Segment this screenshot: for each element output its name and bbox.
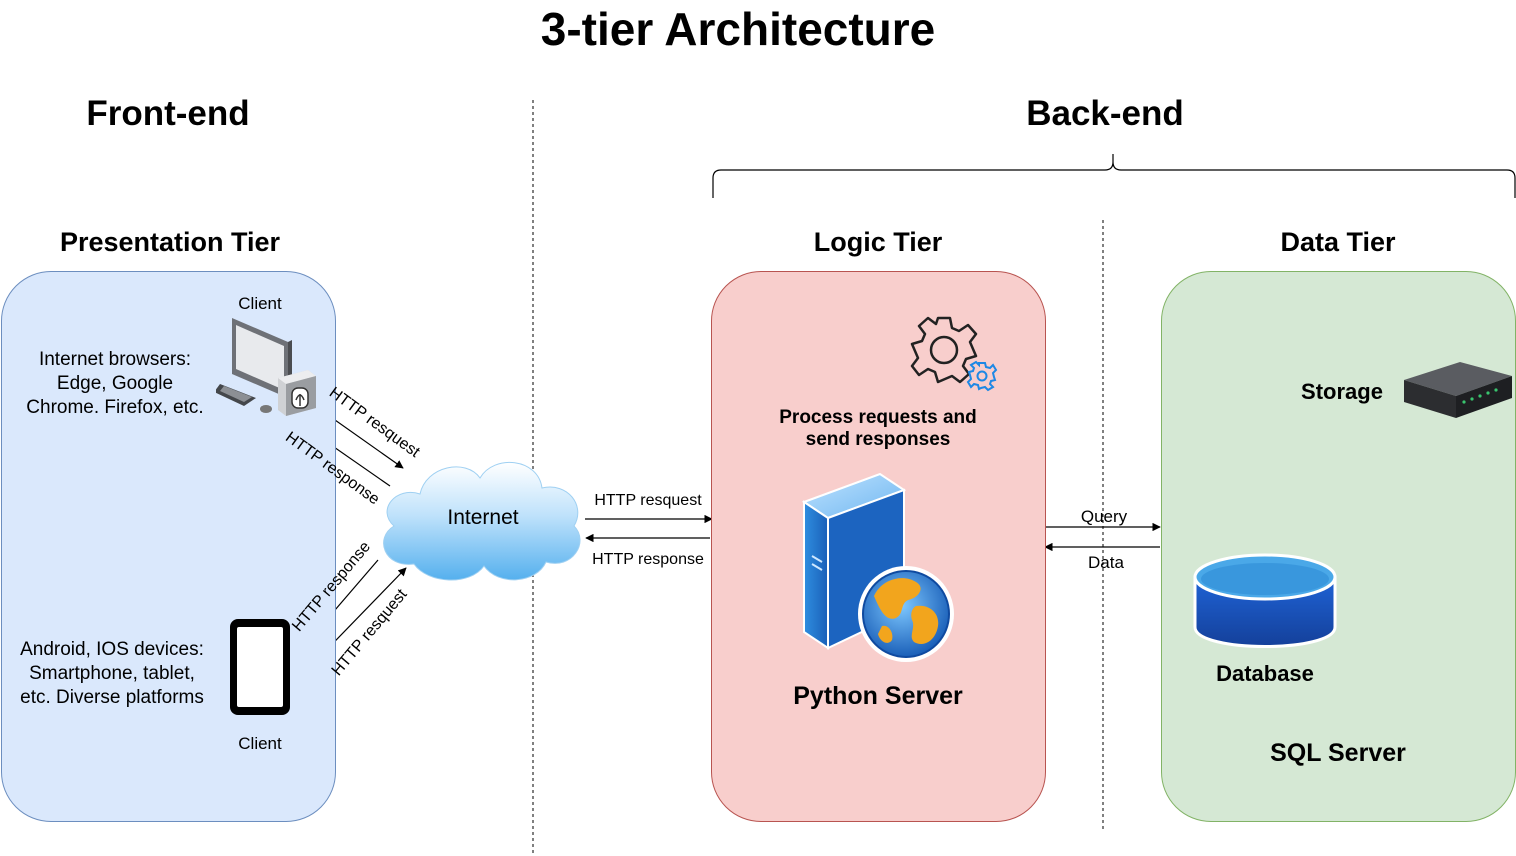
browsers-line-2: Edge, Google [56,373,174,394]
presentation-tier-title: Presentation Tier [59,227,281,257]
client-top-label: Client [238,294,282,313]
database-label: Database [1216,661,1314,686]
label-data: Data [1088,553,1124,572]
devices-line-1: Android, IOS devices: [20,639,204,660]
devices-line-3: etc. Diverse platforms [20,687,204,708]
database-icon [1193,553,1337,648]
process-line-2: send responses [805,429,951,450]
label-query: Query [1080,507,1128,526]
diagram-title: 3-tier Architecture [540,3,936,55]
browsers-description: Internet browsers: Edge, Google Chrome. … [10,348,220,420]
browsers-line-1: Internet browsers: [38,349,192,370]
sql-server-label: SQL Server [1270,739,1406,767]
storage-label: Storage [1301,379,1383,404]
desktop-computer-icon [216,318,316,416]
devices-line-2: Smartphone, tablet, [29,663,195,684]
label-cloud-response: HTTP response [592,551,704,568]
internet-label: Internet [447,506,519,529]
backend-heading: Back-end [1026,94,1184,133]
web-server-icon [801,472,954,662]
data-tier-title: Data Tier [1280,227,1396,257]
storage-device-icon [1404,362,1512,418]
backend-brace [712,154,1516,198]
settings-gear-icon [910,316,998,392]
python-server-label: Python Server [793,682,963,710]
browsers-line-3: Chrome. Firefox, etc. [26,397,204,418]
devices-description: Android, IOS devices: Smartphone, tablet… [2,638,222,710]
data-tier-panel [1161,271,1516,822]
frontend-heading: Front-end [86,94,250,133]
logic-description: Process requests and send responses [758,407,998,451]
logic-tier-title: Logic Tier [813,227,943,257]
process-line-1: Process requests and [779,407,977,428]
smartphone-icon [230,619,290,715]
internet-cloud-icon [383,461,581,581]
client-bottom-label: Client [238,734,282,753]
label-cloud-request: HTTP resquest [594,492,702,509]
